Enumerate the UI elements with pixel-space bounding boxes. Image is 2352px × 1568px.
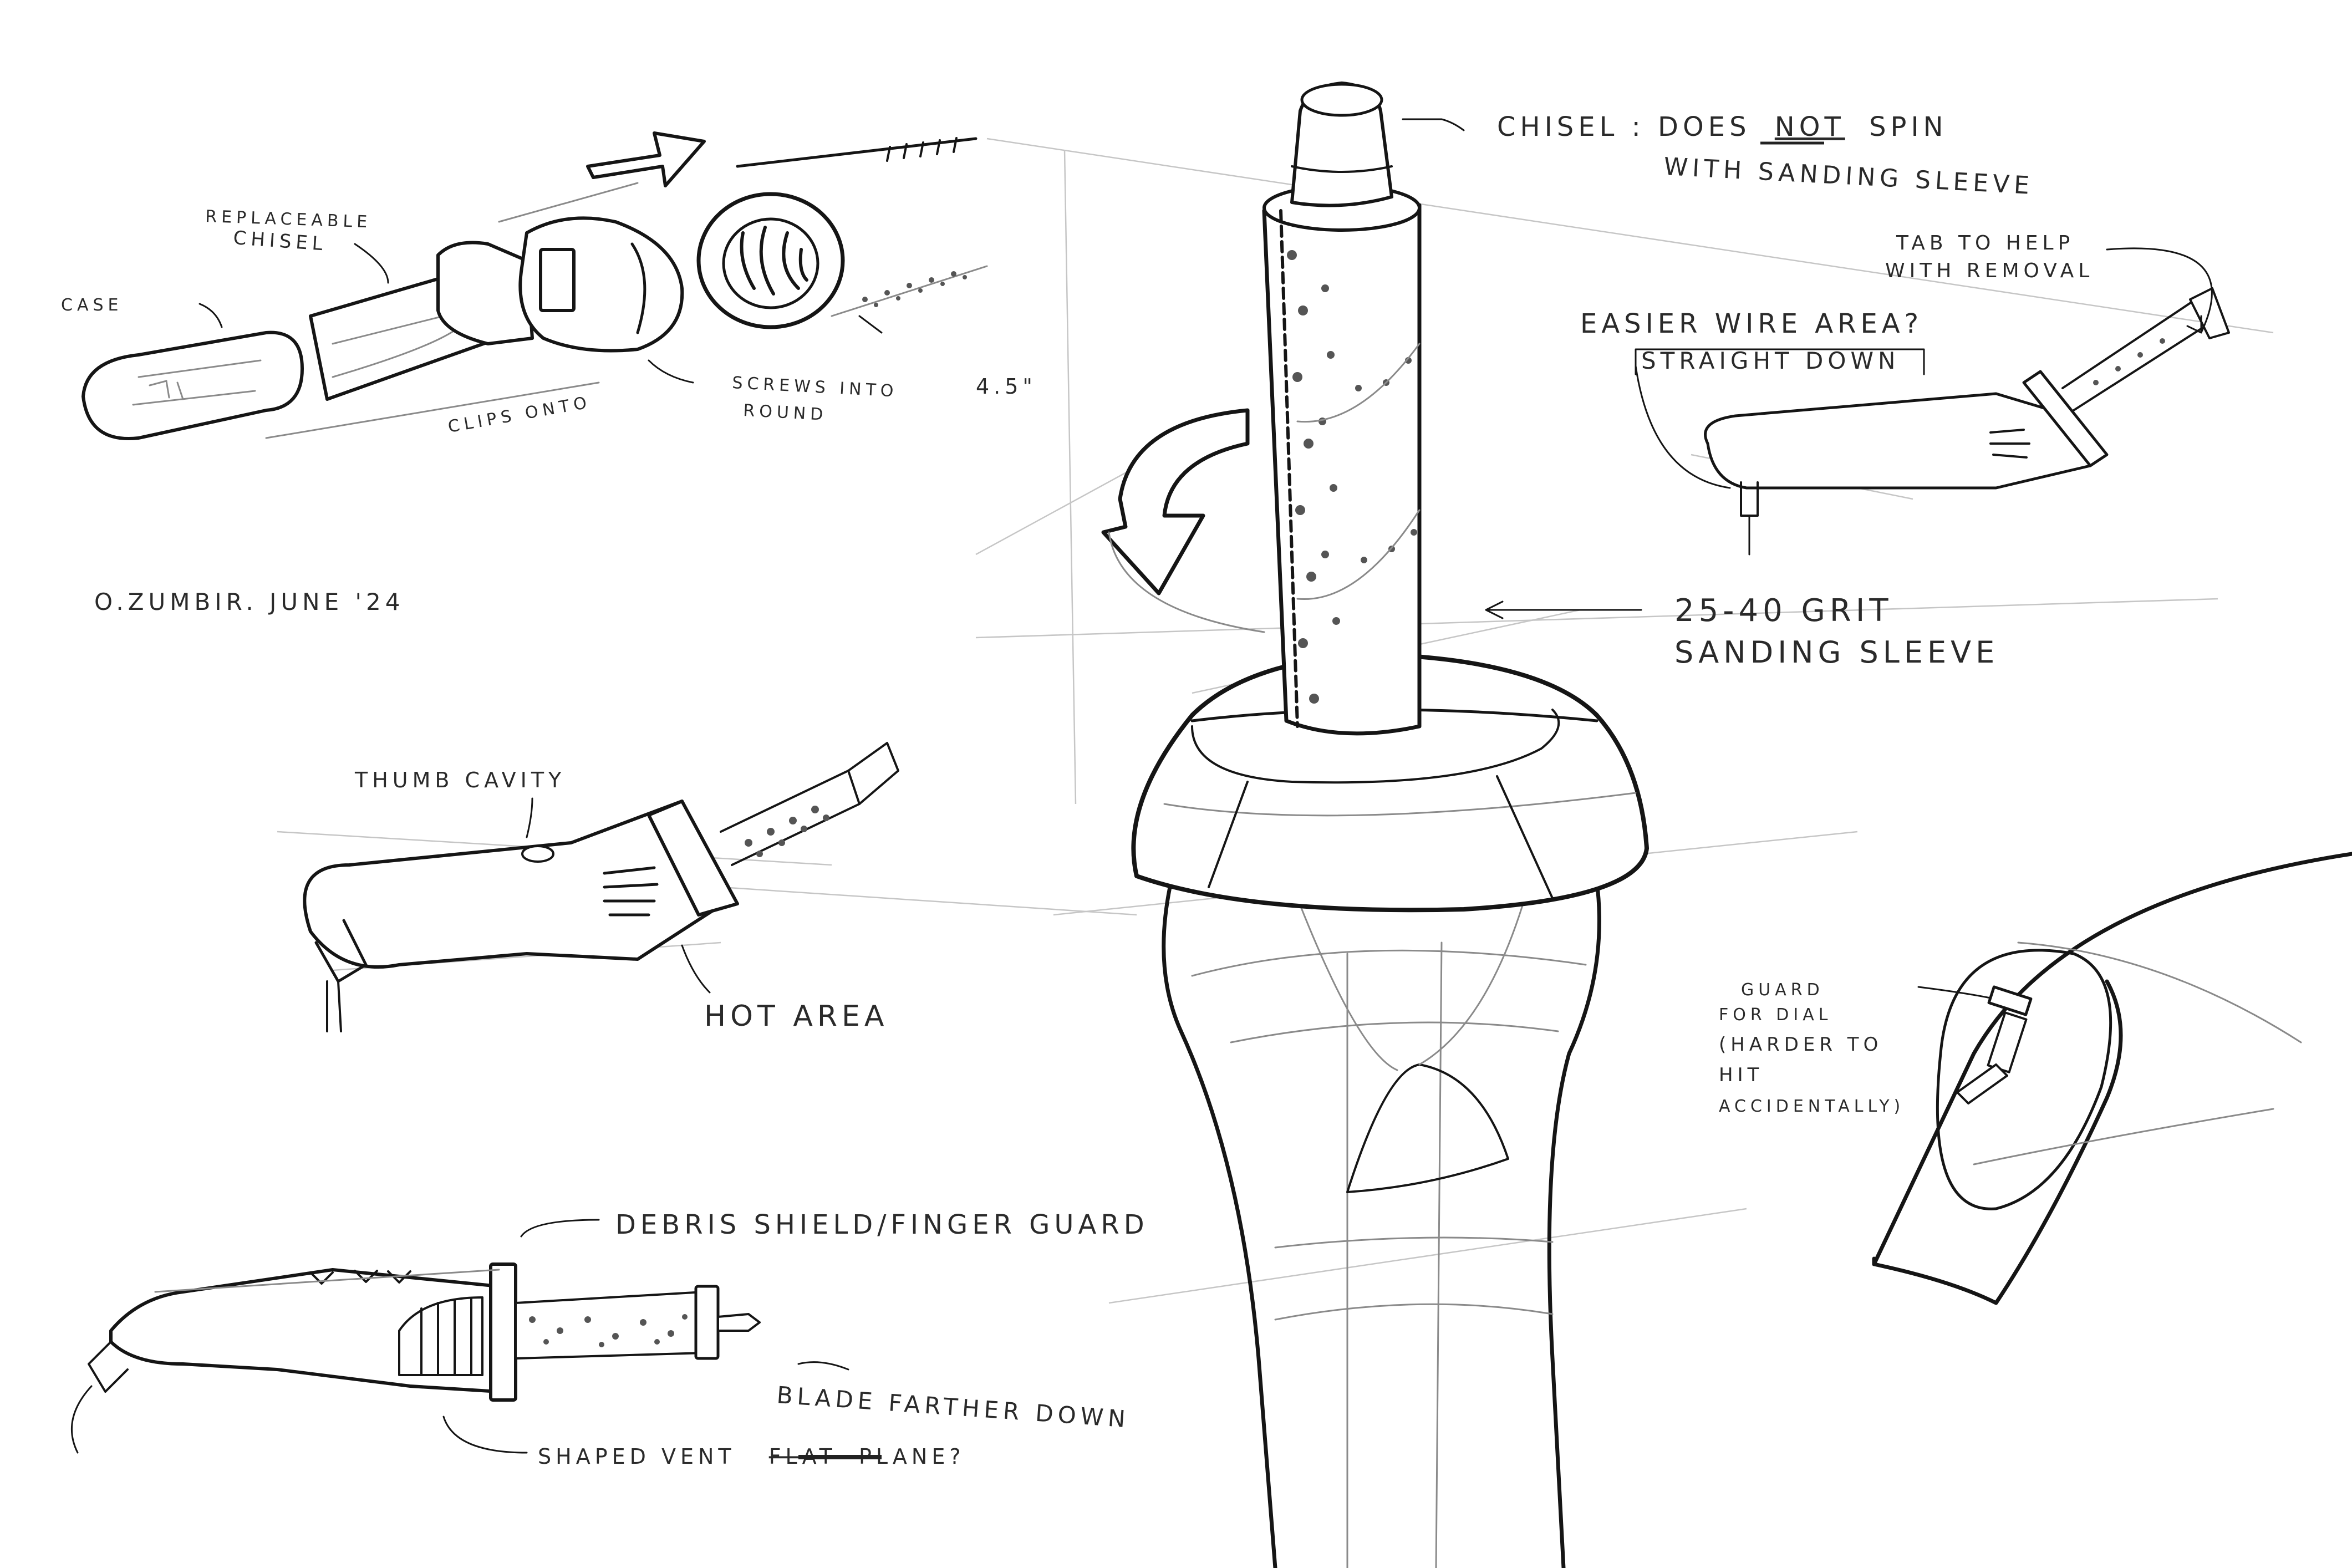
note-replaceable-chisel-2: CHISEL: [232, 227, 328, 256]
dial-guard-sketch: [1872, 852, 2352, 1305]
note-thumb-cavity: THUMB CAVITY: [354, 768, 566, 792]
sleeve-grit-texture: [862, 271, 967, 307]
note-tab-removal-2: WITH REMOVAL: [1885, 259, 2094, 282]
shaped-vent: [398, 1296, 483, 1376]
perspective-tool-sketch: [1101, 82, 1649, 1568]
note-dial-guard-2: FOR DIAL: [1719, 1005, 1832, 1025]
side-view-debris-shield-sketch: [70, 1219, 849, 1454]
note-grit-sleeve-2: SANDING SLEEVE: [1674, 635, 1999, 670]
note-blade-farther: BLADE FARTHER DOWN: [776, 1381, 1131, 1433]
debris-sleeve-grit: [529, 1314, 688, 1347]
note-dial-guard: GUARD: [1741, 980, 1824, 1000]
note-grit-sleeve: 25-40 GRIT: [1674, 593, 1893, 629]
case-capsule: [82, 330, 304, 440]
note-author-date: O.ZUMBIR. JUNE '24: [94, 588, 404, 615]
hot-area-grit-texture: [745, 806, 829, 857]
note-dial-guard-4: HIT: [1719, 1064, 1763, 1086]
exploded-assembly-sketch: [82, 131, 988, 440]
note-case: CASE: [61, 296, 123, 315]
note-chisel-spin: CHISEL : DOES NOT SPIN: [1497, 111, 1948, 142]
note-chisel-spin-2: WITH SANDING SLEEVE: [1663, 152, 2034, 200]
note-hot-area: HOT AREA: [704, 1000, 888, 1033]
tab-removal-sketch: [1635, 247, 2230, 556]
note-shaped-vent: SHAPED VENT FLAT PLANE?: [538, 1444, 965, 1469]
debris-shield: [489, 1262, 517, 1402]
thumb-cavity: [521, 845, 554, 863]
note-dial-guard-3: (HARDER TO: [1719, 1034, 1882, 1056]
note-debris-shield: DEBRIS SHIELD/FINGER GUARD: [615, 1209, 1149, 1240]
note-wire-area-2: STRAIGHT DOWN: [1641, 347, 1900, 374]
note-dial-guard-5: ACCIDENTALLY): [1719, 1097, 1905, 1116]
underlined-not: NOT: [1775, 111, 1845, 142]
note-wire-area: EASIER WIRE AREA?: [1580, 308, 1923, 339]
tab-sleeve-grit: [2093, 338, 2165, 385]
dial-handle-body: [1872, 852, 2352, 1266]
side-view-hot-area-sketch: [303, 742, 899, 1032]
curved-rotation-arrow-icon: [1101, 408, 1250, 595]
note-tab-removal: TAB TO HELP: [1896, 232, 2074, 254]
note-replaceable-chisel: REPLACEABLE: [205, 207, 372, 232]
right-arrow-icon: [586, 131, 706, 187]
collar: [436, 241, 534, 345]
handwritten-annotations: REPLACEABLE CHISEL CASE SCREWS INTO ROUN…: [61, 111, 2094, 1469]
note-screws-into-2: ROUND: [743, 401, 828, 425]
dial-guard: [1987, 985, 2033, 1016]
note-dimension: 4.5": [976, 374, 1037, 399]
main-handle: [1162, 885, 1277, 1568]
note-clips-onto: CLIPS ONTO: [446, 393, 592, 437]
note-screws-into: SCREWS INTO: [732, 373, 899, 401]
